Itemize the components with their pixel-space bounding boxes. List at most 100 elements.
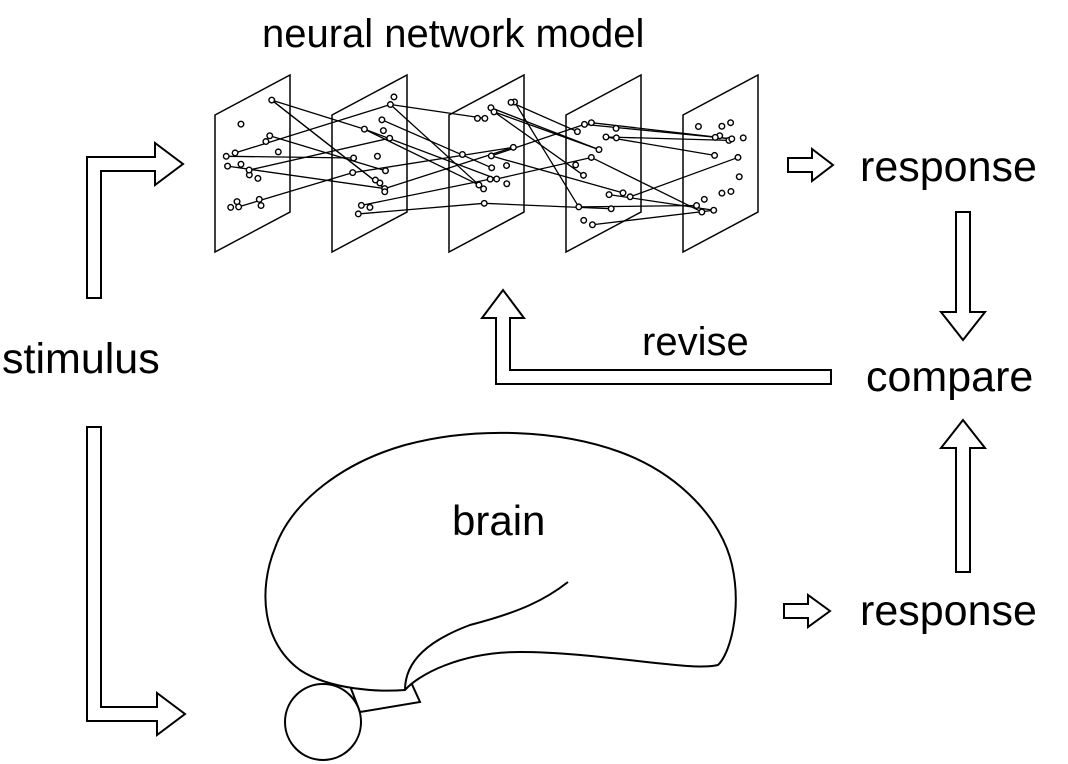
- network-node: [595, 146, 603, 154]
- network-connection: [227, 165, 385, 190]
- network-node: [580, 216, 588, 224]
- network-layer-2: [331, 73, 408, 254]
- network-node: [739, 134, 747, 142]
- network-node: [728, 135, 736, 143]
- network-node: [509, 143, 517, 151]
- network-node: [255, 195, 263, 203]
- network-node: [607, 205, 615, 213]
- model-response-label: response: [860, 143, 1037, 191]
- network-node: [224, 162, 232, 170]
- network-node: [700, 195, 708, 203]
- network-node: [231, 149, 239, 157]
- arrow-stimulus-to-brain: [86, 426, 187, 737]
- network-node: [694, 122, 702, 130]
- network-node: [222, 152, 230, 160]
- network-node: [386, 134, 394, 142]
- network-connection: [234, 103, 391, 154]
- network-node: [366, 203, 374, 211]
- network-node: [575, 203, 583, 211]
- compare-label: compare: [866, 353, 1034, 401]
- network-layers: [214, 73, 759, 254]
- network-node: [480, 199, 488, 207]
- network-connection: [605, 136, 715, 157]
- network-node: [507, 98, 515, 106]
- network-node: [619, 189, 627, 197]
- network-node: [718, 189, 726, 197]
- network-node: [718, 122, 726, 130]
- arrow-brain-to-response: [783, 593, 832, 629]
- network-node: [262, 138, 270, 146]
- network-connection: [361, 178, 491, 207]
- network-connection: [389, 104, 480, 186]
- network-node: [693, 201, 701, 209]
- network-connection: [248, 137, 390, 171]
- diagram-title: neural network model: [262, 12, 645, 56]
- network-connection: [510, 101, 578, 133]
- network-node: [227, 203, 235, 211]
- network-connection: [584, 123, 732, 140]
- network-connection: [513, 101, 580, 208]
- network-node: [711, 133, 719, 141]
- arrow-revise: [480, 288, 832, 385]
- network-connection: [629, 156, 739, 198]
- network-node: [503, 180, 511, 188]
- network-node: [354, 210, 362, 218]
- network-node: [573, 128, 581, 136]
- network-node: [381, 188, 389, 196]
- network-node: [488, 164, 496, 172]
- network-node: [237, 120, 245, 128]
- network-node: [274, 148, 282, 156]
- arrow-response-to-compare: [938, 211, 988, 342]
- network-node: [245, 166, 253, 174]
- network-node: [473, 114, 481, 122]
- network-node: [357, 201, 365, 209]
- network-node: [579, 171, 587, 179]
- network-connection: [578, 204, 697, 208]
- network-connection: [493, 111, 600, 151]
- network-connection: [269, 135, 386, 172]
- network-node: [587, 119, 595, 127]
- network-connection: [271, 99, 386, 190]
- arrow-brain-response-to-compare: [938, 418, 988, 573]
- network-node: [572, 161, 580, 169]
- network-node: [503, 162, 511, 170]
- network-node: [475, 181, 483, 189]
- network-node: [379, 127, 387, 135]
- arrow-stimulus-to-model: [86, 141, 185, 299]
- network-node: [390, 93, 398, 101]
- network-node: [350, 154, 358, 162]
- stimulus-label: stimulus: [2, 335, 160, 383]
- network-connection: [605, 136, 729, 141]
- cerebellum: [284, 683, 362, 761]
- network-node: [490, 108, 498, 116]
- network-node: [602, 133, 610, 141]
- network-node: [612, 124, 620, 132]
- network-connection: [496, 156, 592, 180]
- network-connection: [226, 155, 354, 159]
- network-connection: [271, 99, 365, 130]
- network-node: [266, 132, 274, 140]
- network-connection: [591, 156, 703, 213]
- network-node: [711, 151, 719, 159]
- network-nodes: [222, 93, 747, 229]
- network-node: [605, 191, 613, 199]
- brain-cerebrum: [264, 431, 737, 692]
- brain-temporal-lobe: [404, 581, 569, 691]
- network-node: [735, 173, 743, 181]
- network-node: [612, 134, 620, 142]
- brain-illustration: [264, 431, 737, 761]
- network-node: [727, 119, 735, 127]
- network-node: [698, 208, 706, 216]
- network-connection: [352, 146, 514, 174]
- network-node: [349, 169, 357, 177]
- network-node: [257, 201, 265, 209]
- network-connection: [364, 128, 480, 186]
- network-node: [487, 152, 495, 160]
- network-connection: [390, 103, 485, 120]
- network-node: [727, 187, 735, 195]
- network-node: [378, 116, 386, 124]
- network-connection: [491, 123, 585, 157]
- network-node: [235, 203, 243, 211]
- network-connection: [491, 155, 624, 194]
